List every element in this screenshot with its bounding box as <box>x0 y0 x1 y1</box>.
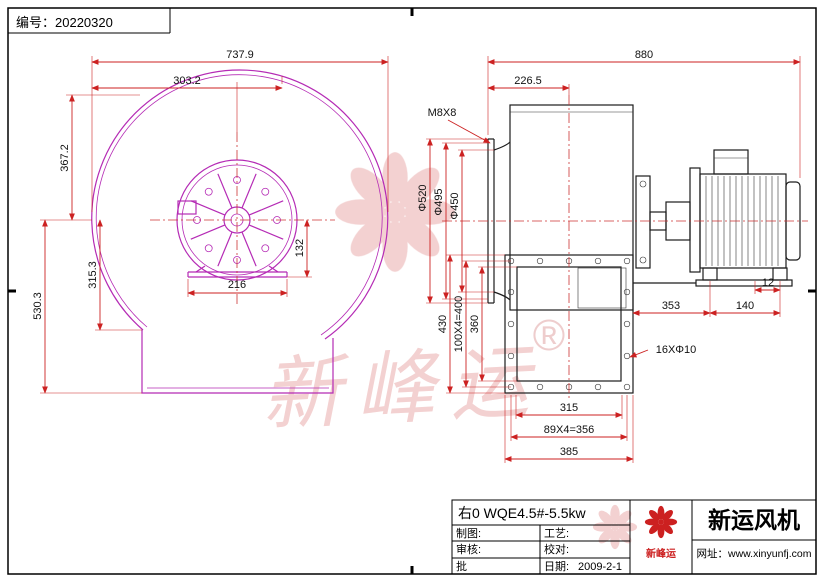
company-logo-text: 新峰运 <box>646 547 676 560</box>
date-label: 日期: <box>544 560 569 573</box>
drawing-frame <box>7 7 817 575</box>
dim-flange-height: 430 <box>437 315 449 333</box>
scroll-outer-wall <box>91 69 389 340</box>
dim-dia-outer: Φ520 <box>417 184 429 211</box>
dim-dia-inner: Φ450 <box>449 192 461 219</box>
process-label: 工艺: <box>544 527 569 540</box>
serial-box: 编号：20220320 <box>8 8 171 34</box>
dim-inlet-offset: 303.2 <box>173 75 201 87</box>
dim-holes-spec: 16XΦ10 <box>656 344 697 356</box>
dim-hole-pitch-h: 89X4=356 <box>544 424 594 436</box>
dimensions-left: 737.9 303.2 367.2 530.3 315.3 216 132 <box>32 49 389 394</box>
model-designation: 右0 WQE4.5#-5.5kw <box>458 505 586 521</box>
approver-label: 批 <box>456 559 467 573</box>
right-view <box>442 95 808 400</box>
dim-motor-offset: 353 <box>662 300 680 312</box>
casing <box>509 104 634 311</box>
dim-height-bottom: 530.3 <box>32 292 44 320</box>
dim-height-top: 367.2 <box>59 144 71 172</box>
date-value: 2009-2-1 <box>578 561 622 573</box>
dim-total-width: 737.9 <box>226 49 254 61</box>
shaft-bracket <box>177 200 197 215</box>
impeller-spokes <box>190 173 284 267</box>
dim-flange-width: 385 <box>560 446 578 458</box>
dim-base-offset: 132 <box>294 239 306 257</box>
dimensions-right: 880 226.5 M8X8 Φ520 Φ495 Φ450 430 100X4=… <box>417 49 801 463</box>
dim-dia-mid: Φ495 <box>433 188 445 215</box>
dim-total-length: 880 <box>635 49 653 61</box>
dim-inlet-depth: 226.5 <box>514 75 542 87</box>
proofread-label: 校对: <box>544 542 569 556</box>
company-name: 新运风机 <box>708 507 800 533</box>
company-logo-flower-icon <box>644 505 678 539</box>
dim-foot-pitch: 140 <box>736 300 754 312</box>
dim-hole-pitch-v: 100X4=400 <box>453 296 465 353</box>
outlet-duct <box>141 330 334 394</box>
left-view <box>91 69 389 394</box>
watermark-registered-mark: ® <box>533 311 565 360</box>
drafter-label: 制图: <box>456 527 481 540</box>
checker-label: 审核: <box>456 542 481 556</box>
dim-foot-width: 12 <box>762 277 774 289</box>
dim-base-width: 216 <box>228 279 246 291</box>
title-block: 右0 WQE4.5#-5.5kw 制图: 审核: 批 工艺: 校对: 日期: 2… <box>451 499 817 575</box>
impeller-mount <box>187 265 288 278</box>
dim-height-mid: 315.3 <box>87 261 99 289</box>
serial-number: 编号：20220320 <box>16 15 113 30</box>
terminal-box <box>713 149 749 175</box>
dim-bolt-spec: M8X8 <box>428 107 457 119</box>
scroll-inner-wall <box>95 74 383 336</box>
company-website: 网址：www.xinyunfj.com <box>697 547 812 560</box>
dim-opening-width: 315 <box>560 402 578 414</box>
dim-opening-height: 360 <box>469 315 481 333</box>
